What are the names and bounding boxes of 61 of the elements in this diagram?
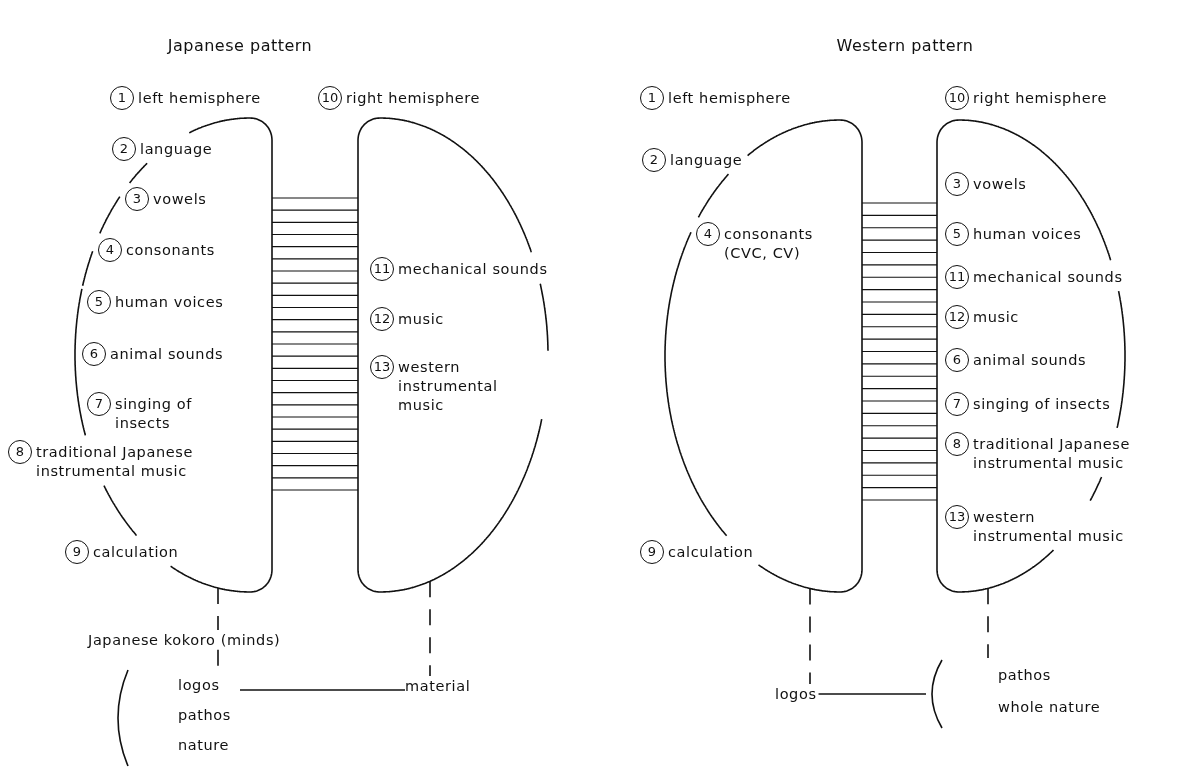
item-label: mechanical sounds bbox=[398, 260, 548, 279]
connector-line bbox=[217, 587, 219, 631]
diagram-heading: Western pattern bbox=[836, 36, 974, 55]
callout-number: 2 bbox=[112, 137, 136, 161]
callout-number: 7 bbox=[87, 392, 111, 416]
item-label: human voices bbox=[115, 293, 224, 312]
item-label: vowels bbox=[153, 190, 207, 209]
callout-number: 3 bbox=[125, 187, 149, 211]
item-label: animal sounds bbox=[973, 351, 1087, 370]
item-label: animal sounds bbox=[110, 345, 224, 364]
item-label: mechanical sounds bbox=[973, 268, 1123, 287]
item-label: vowels bbox=[973, 175, 1027, 194]
item-label: western instrumental music bbox=[973, 508, 1125, 546]
caption-text: pathos bbox=[178, 706, 231, 725]
item-label: traditional Japanese instrumental music bbox=[973, 435, 1131, 473]
item-label: language bbox=[670, 151, 743, 170]
callout-number: 1 bbox=[110, 86, 134, 110]
caption-text: Japanese kokoro (minds) bbox=[88, 631, 281, 650]
callout-number: 9 bbox=[65, 540, 89, 564]
connector-line bbox=[987, 587, 989, 659]
hemisphere-label: right hemisphere bbox=[973, 89, 1107, 108]
diagram-heading: Japanese pattern bbox=[167, 36, 313, 55]
caption-text: pathos bbox=[998, 666, 1051, 685]
connector-line bbox=[817, 693, 927, 695]
connector-line bbox=[239, 689, 406, 691]
item-label: calculation bbox=[668, 543, 754, 562]
callout-number: 9 bbox=[640, 540, 664, 564]
callout-number: 12 bbox=[370, 307, 394, 331]
item-label: singing of insects bbox=[115, 395, 193, 433]
caption-text: nature bbox=[178, 736, 230, 755]
callout-number: 10 bbox=[318, 86, 342, 110]
callout-number: 13 bbox=[370, 355, 394, 379]
caption-text: material bbox=[405, 677, 471, 696]
caption-text: whole nature bbox=[998, 698, 1101, 717]
item-label: western instrumental music bbox=[398, 358, 499, 415]
item-label: music bbox=[398, 310, 444, 329]
item-label: calculation bbox=[93, 543, 179, 562]
hemisphere-label: left hemisphere bbox=[138, 89, 261, 108]
item-label: consonants bbox=[126, 241, 215, 260]
hemisphere-label: right hemisphere bbox=[346, 89, 480, 108]
hemisphere-label: left hemisphere bbox=[668, 89, 791, 108]
item-label: consonants (CVC, CV) bbox=[724, 225, 814, 263]
item-label: human voices bbox=[973, 225, 1082, 244]
item-label: singing of insects bbox=[973, 395, 1111, 414]
item-label: language bbox=[140, 140, 213, 159]
connector-line bbox=[429, 580, 431, 677]
callout-number: 5 bbox=[87, 290, 111, 314]
caption-text: logos bbox=[178, 676, 220, 695]
callout-number: 2 bbox=[642, 148, 666, 172]
connector-line bbox=[809, 587, 811, 685]
item-label: traditional Japanese instrumental music bbox=[36, 443, 194, 481]
callout-number: 11 bbox=[370, 257, 394, 281]
callout-number: 8 bbox=[8, 440, 32, 464]
callout-number: 1 bbox=[640, 86, 664, 110]
connector-line bbox=[217, 649, 219, 669]
callout-number: 4 bbox=[696, 222, 720, 246]
caption-text: logos bbox=[775, 685, 817, 704]
item-label: music bbox=[973, 308, 1019, 327]
callout-number: 6 bbox=[82, 342, 106, 366]
callout-number: 10 bbox=[945, 86, 969, 110]
callout-number: 4 bbox=[98, 238, 122, 262]
